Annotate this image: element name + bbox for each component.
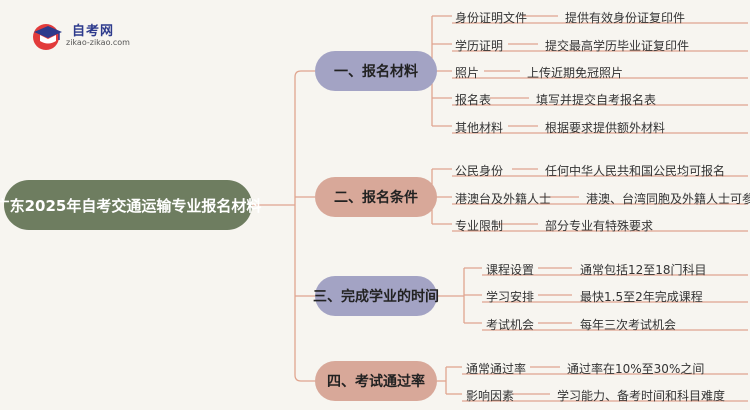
leaf-key: 身份证明文件: [455, 11, 528, 25]
leaf-value: 学习能力、备考时间和科目难度: [557, 389, 726, 403]
graduation-cap-icon: [33, 24, 62, 50]
branch-connector: [294, 70, 315, 78]
leaf-value: 提供有效身份证复印件: [565, 11, 686, 25]
leaf-key: 专业限制: [455, 219, 504, 233]
leaf-key: 课程设置: [486, 263, 535, 277]
leaf-value: 根据要求提供额外材料: [545, 121, 666, 135]
leaf-key: 学历证明: [455, 39, 504, 53]
leaf-value: 提交最高学历毕业证复印件: [545, 39, 690, 53]
branch-registration-materials: 一、报名材料: [315, 51, 437, 91]
leaf-key: 考试机会: [486, 318, 535, 332]
leaf-key: 公民身份: [455, 164, 504, 178]
leaf-value: 通过率在10%至30%之间: [567, 362, 705, 376]
leaf-key: 报名表: [455, 93, 492, 107]
leaf-value: 港澳、台湾同胞及外籍人士可参加: [586, 192, 750, 206]
logo-name: 自考网: [72, 24, 115, 39]
leaf-value: 任何中华人民共和国公民均可报名: [545, 164, 726, 178]
branch-study-duration: 三、完成学业的时间: [313, 276, 439, 316]
root-topic: 广东2025年自考交通运输专业报名材料: [0, 180, 261, 230]
leaf-value: 上传近期免冠照片: [527, 66, 624, 80]
leaf-key: 港澳台及外籍人士: [455, 192, 552, 206]
logo-url: zikao-zikao.com: [66, 38, 130, 47]
leaf-key: 学习安排: [486, 290, 535, 304]
leaf-value: 填写并提交自考报名表: [536, 93, 657, 107]
leaf-value: 部分专业有特殊要求: [545, 219, 654, 233]
leaf-key: 其他材料: [455, 121, 504, 135]
leaf-key: 照片: [455, 66, 480, 80]
leaf-key: 通常通过率: [466, 362, 527, 376]
site-logo: 自考网 zikao-zikao.com: [30, 18, 140, 54]
branch-connector: [294, 374, 315, 382]
branch-registration-conditions: 二、报名条件: [315, 177, 437, 217]
leaf-value: 每年三次考试机会: [580, 318, 677, 332]
branch-pass-rate: 四、考试通过率: [315, 361, 437, 401]
leaf-value: 最快1.5至2年完成课程: [580, 290, 703, 304]
leaf-value: 通常包括12至18门科目: [580, 263, 707, 277]
leaf-key: 影响因素: [466, 389, 515, 403]
